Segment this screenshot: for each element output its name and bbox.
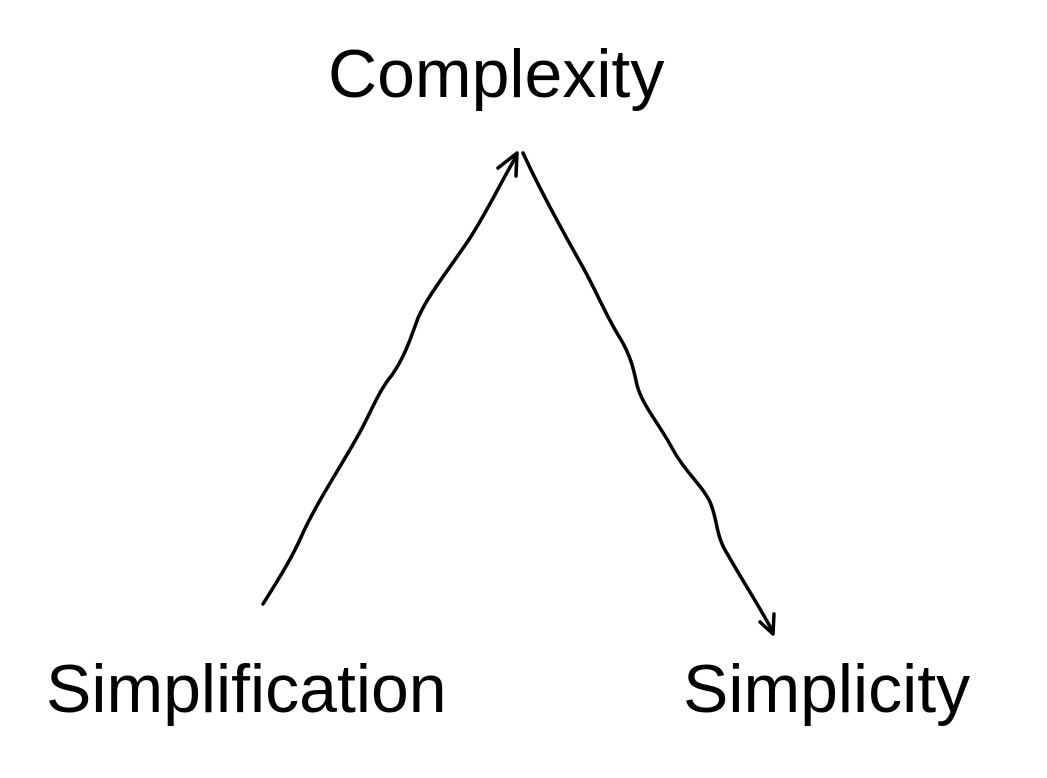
arrowhead-up xyxy=(496,151,519,178)
node-simplification: Simplification xyxy=(46,651,447,727)
arrow-simplification-to-complexity xyxy=(261,153,519,606)
arrow-complexity-to-simplicity xyxy=(521,151,775,634)
node-complexity: Complexity xyxy=(328,36,665,112)
node-simplicity: Simplicity xyxy=(683,651,971,727)
arrowhead-down xyxy=(758,612,776,636)
